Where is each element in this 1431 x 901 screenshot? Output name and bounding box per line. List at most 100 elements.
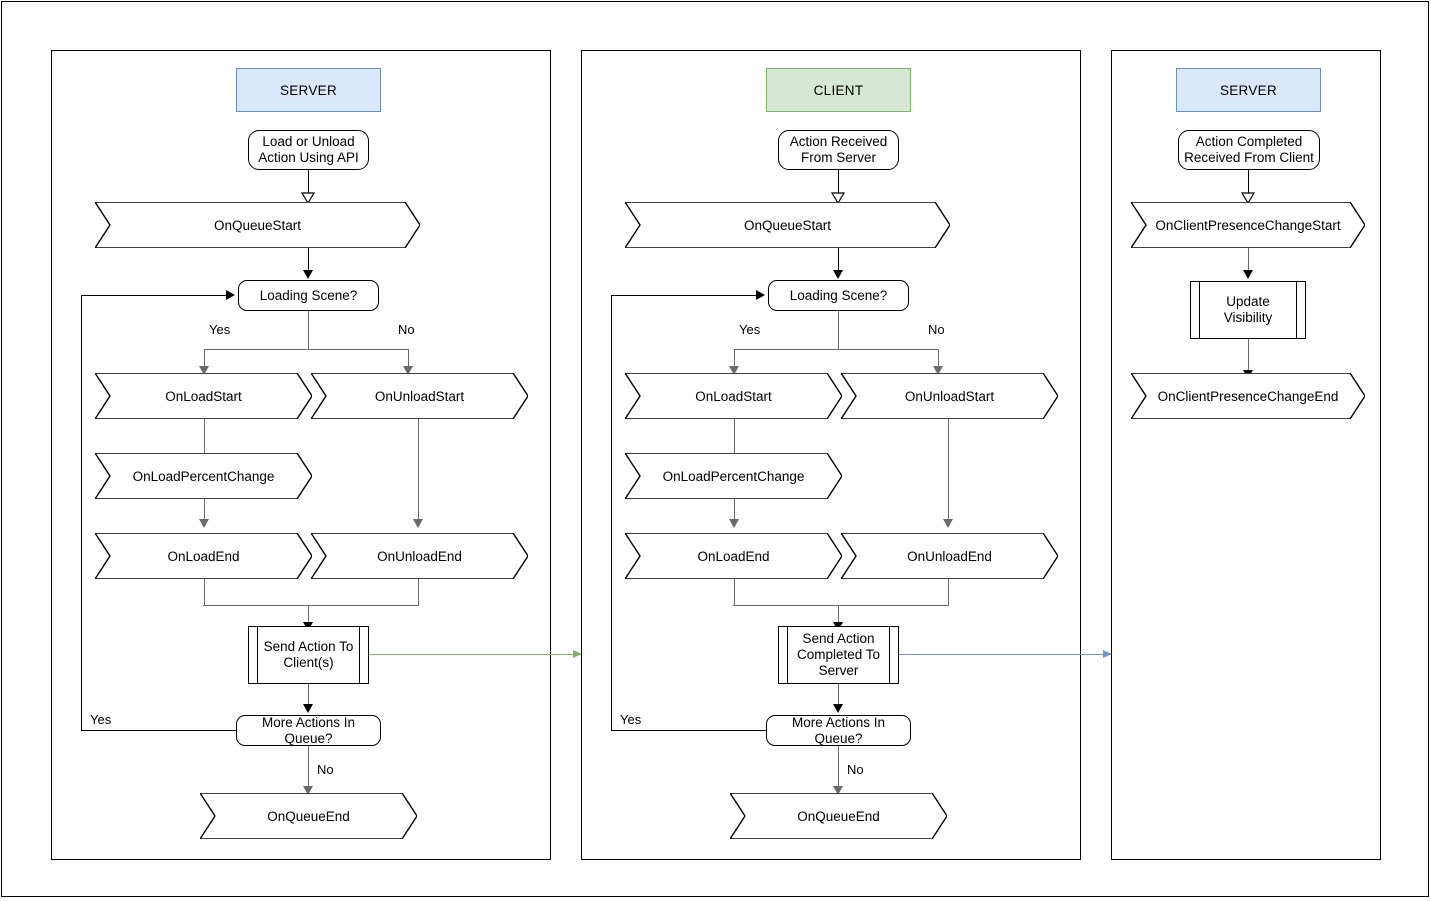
connector-loopback-bottom-client [611,730,767,732]
start-line-2: From Server [800,150,876,165]
send-action-line-3: Server [818,663,859,678]
connector-loopback-bottom [81,730,237,732]
event-onclientpresencechangeend: OnClientPresenceChangeEnd [1131,373,1365,419]
connector-loopback-top [81,294,227,296]
arrowhead-onunloadstart-client [933,366,943,375]
arrowhead-loading-decision-client [833,270,843,279]
arrowhead-hollow-queuestart-client [831,192,845,204]
connector-loopback-left-client [611,295,613,731]
edge-label-loopback-yes-client: Yes [620,712,642,727]
arrowhead-onloadstart [199,366,209,375]
connector-sendaction-to-more [307,684,309,706]
connector-loading-no-client [937,349,939,370]
event-onunloadstart-server-left: OnUnloadStart [311,373,528,419]
predef-bar-right [1296,282,1297,338]
connector-loading-no [407,349,409,370]
process-update-visibility: Update Visibility [1190,281,1306,339]
edge-label-no-loading: No [398,322,415,337]
event-onloadpercentchange-client: OnLoadPercentChange [625,453,842,499]
connector-loading-split-stem [307,311,309,350]
connector-loading-split-bar [204,349,408,351]
event-onunloadend-client: OnUnloadEnd [841,533,1058,579]
start-line-1: Action Received [789,134,888,149]
decision-more-actions-client: More Actions In Queue? [766,715,911,746]
arrowhead-loading-decision [303,270,313,279]
event-onunloadstart-client: OnUnloadStart [841,373,1058,419]
start-terminator-client: Action Received From Server [778,130,899,170]
lane-header-server-right: SERVER [1176,68,1321,112]
start-line-1: Load or Unload [262,134,355,149]
connector-queuestart-to-loading-client [837,248,839,272]
arrowhead-hollow-queuestart [301,192,315,204]
send-action-line-1: Send Action [802,631,875,646]
connector-more-to-queueend-client [837,746,839,788]
event-onloadpercentchange-server-left: OnLoadPercentChange [95,453,312,499]
connector-unloadend-down-client [947,579,949,606]
start-line-2: Action Using API [258,150,359,165]
event-onloadend-client: OnLoadEnd [625,533,842,579]
process-label: Update Visibility [1223,294,1273,325]
edge-label-no-more-client: No [847,762,864,777]
event-onqueueend-client: OnQueueEnd [730,793,947,839]
connector-loading-yes [203,349,205,370]
connector-update-to-presenceend [1247,339,1249,373]
start-terminator-server-left: Load or Unload Action Using API [248,130,369,170]
connector-more-to-queueend [307,746,309,788]
connector-unloadend-down [417,579,419,606]
arrowhead-onqueueend [303,786,313,795]
connector-loopback-left [81,295,83,731]
connector-start-to-presencestart [1247,170,1249,194]
predef-bar-left [257,627,258,683]
arrowhead-loopback-to-loading-client [756,290,765,300]
send-action-line-2: Client(s) [283,655,334,670]
arrowhead-onqueueend-client [833,786,843,795]
connector-sendaction-to-more-client [837,684,839,706]
arrowhead-more-actions-client [833,704,843,713]
edge-label-yes-loading: Yes [209,322,231,337]
process-send-action-completed-to-server: Send Action Completed To Server [778,626,899,684]
connector-loadend-down [203,579,205,606]
connector-merge-bar [203,605,418,607]
message-server-to-client-arrowhead [573,650,582,658]
event-onqueueend-server-left: OnQueueEnd [200,793,417,839]
predef-bar-right [359,627,360,683]
arrowhead-onloadend-client [729,519,739,528]
arrowhead-loopback-to-loading [226,290,235,300]
start-line-2: Received From Client [1184,150,1314,165]
connector-start-to-queuestart-client [837,170,839,194]
connector-loopback-top-client [611,294,757,296]
connector-loading-split-bar-client [734,349,938,351]
edge-label-yes-loading-client: Yes [739,322,761,337]
connector-loadend-down-client [733,579,735,606]
process-label: Send Action Completed To Server [789,627,888,683]
message-client-to-server-arrowhead [1103,650,1112,658]
lane-header-server-left: SERVER [236,68,381,112]
connector-merge-stem-client [837,605,839,626]
arrowhead-onunloadstart [403,366,413,375]
connector-unloadstart-to-unloadend [417,419,419,522]
edge-label-loopback-yes: Yes [90,712,112,727]
connector-unloadstart-to-unloadend-client [947,419,949,522]
connector-merge-bar-client [733,605,948,607]
event-onqueuestart-server-left: OnQueueStart [95,202,420,248]
message-client-to-server-line [899,654,1111,656]
message-server-to-client-line [369,654,581,656]
lane-header-client: CLIENT [766,68,911,112]
arrowhead-onloadstart-client [729,366,739,375]
lane-server-right [1111,50,1381,860]
arrowhead-update-visibility [1243,270,1253,279]
send-action-line-1: Send Action To [263,639,354,654]
event-onclientpresencechangestart: OnClientPresenceChangeStart [1131,202,1365,248]
connector-queuestart-to-loading [307,248,309,272]
decision-loading-scene-server-left: Loading Scene? [238,280,379,311]
predef-bar-left [787,627,788,683]
event-onqueuestart-client: OnQueueStart [625,202,950,248]
arrowhead-onloadend [199,519,209,528]
edge-label-no-loading-client: No [928,322,945,337]
send-action-line-2: Completed To [796,647,881,662]
event-onunloadend-server-left: OnUnloadEnd [311,533,528,579]
arrowhead-hollow-presencestart [1241,192,1255,204]
start-terminator-server-right: Action Completed Received From Client [1178,130,1320,170]
